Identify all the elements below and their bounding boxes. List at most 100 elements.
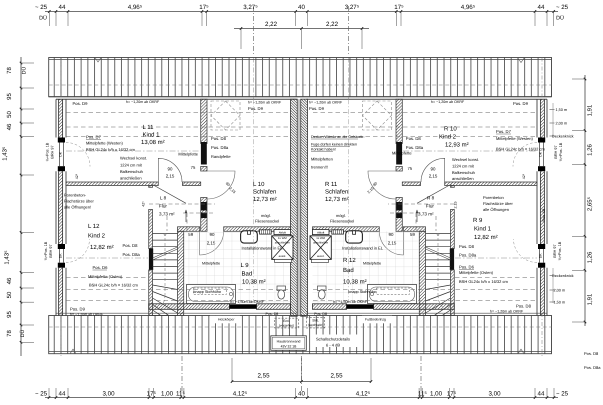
svg-text:anschließen: anschließen: [275, 241, 291, 245]
svg-text:Pos. D9: Pos. D9: [248, 106, 264, 111]
svg-text:Pos. D8a: Pos. D8a: [123, 252, 141, 257]
svg-text:1,91: 1,91: [587, 104, 594, 116]
svg-text:90: 90: [431, 167, 436, 172]
svg-text:2,15: 2,15: [454, 202, 458, 209]
svg-text:2,55: 2,55: [257, 373, 270, 380]
svg-text:Pos. 08: Pos. 08: [542, 209, 546, 222]
svg-text:Pos. D9: Pos. D9: [70, 307, 86, 312]
svg-text:h= ~1,20m ab OKRF: h= ~1,20m ab OKRF: [490, 310, 524, 314]
svg-text:2,15: 2,15: [429, 174, 438, 179]
svg-text:DÜ: DÜ: [21, 67, 28, 75]
svg-text:BRH 97: BRH 97: [51, 145, 55, 158]
svg-text:Pos. D6: Pos. D6: [93, 265, 109, 270]
svg-text:Pos. D7: Pos. D7: [496, 129, 512, 134]
svg-text:12,82 m²: 12,82 m²: [474, 234, 498, 241]
svg-text:Pos. D8: Pos. D8: [211, 136, 227, 141]
svg-text:1x WM: 1x WM: [278, 236, 287, 240]
svg-text:Flachstürze über: Flachstürze über: [483, 201, 513, 206]
svg-text:Mittelpfette (Westen): Mittelpfette (Westen): [496, 136, 533, 141]
svg-text:Deckenknick: Deckenknick: [552, 135, 574, 139]
svg-text:(vorsehen): (vorsehen): [279, 323, 294, 327]
svg-text:Pos. D8a: Pos. D8a: [459, 253, 477, 258]
svg-text:Heizkörper: Heizkörper: [218, 318, 235, 322]
svg-text:Fliesensockel: Fliesensockel: [330, 219, 354, 224]
svg-text:44: 44: [538, 391, 545, 398]
svg-text:⅛+Pos. 1B: ⅛+Pos. 1B: [46, 142, 50, 161]
svg-text:11⁵: 11⁵: [418, 391, 427, 398]
svg-text:R 12: R 12: [343, 257, 356, 264]
svg-text:L 12: L 12: [88, 223, 100, 230]
svg-text:Pos. D8: Pos. D8: [314, 312, 327, 316]
svg-text:h= ~1,20m ab OKRF: h= ~1,20m ab OKRF: [309, 101, 343, 105]
svg-text:2,15: 2,15: [166, 174, 175, 179]
svg-text:1224 cm mit: 1224 cm mit: [452, 164, 475, 169]
svg-text:Installationswand in EL: Installationswand in EL: [342, 246, 384, 251]
svg-text:L 11: L 11: [143, 124, 155, 131]
svg-text:Pos. D8: Pos. D8: [516, 304, 532, 309]
svg-text:anschließen: anschließen: [313, 241, 329, 245]
svg-text:2,00 m: 2,00 m: [554, 289, 566, 293]
svg-text:BSH GL24c b/h = 16/32 cm: BSH GL24c b/h = 16/32 cm: [459, 279, 508, 284]
svg-text:2,22: 2,22: [265, 21, 278, 28]
svg-text:Pos. D8: Pos. D8: [459, 244, 475, 249]
svg-text:Installationswand in EL: Installationswand in EL: [242, 246, 284, 251]
svg-text:Mittelpfette (Osten): Mittelpfette (Osten): [459, 270, 494, 275]
svg-text:Kind 1: Kind 1: [143, 132, 161, 139]
svg-text:10,38 m²: 10,38 m²: [242, 279, 266, 286]
svg-text:BSH GL24c b/h = 16/32 cm: BSH GL24c b/h = 16/32 cm: [496, 147, 545, 152]
svg-text:3,00: 3,00: [102, 391, 115, 398]
svg-text:h= ~1,20m ab OKRF: h= ~1,20m ab OKRF: [70, 313, 104, 317]
svg-text:Mittelpfette (Westen): Mittelpfette (Westen): [86, 141, 123, 146]
svg-text:1,91: 1,91: [587, 293, 594, 305]
svg-text:DK: DK: [539, 151, 543, 156]
svg-text:Wechsel konst.: Wechsel konst.: [452, 157, 479, 162]
svg-text:95: 95: [6, 93, 13, 100]
svg-text:h= ~1,20m ab OKRF: h= ~1,20m ab OKRF: [248, 101, 282, 105]
svg-text:1,26: 1,26: [587, 144, 594, 156]
svg-text:2,00 m: 2,00 m: [556, 122, 568, 126]
svg-text:knapp Stehhöhe: knapp Stehhöhe: [348, 290, 376, 294]
svg-text:DK: DK: [58, 253, 62, 258]
svg-text:L 8: L 8: [160, 196, 167, 201]
svg-text:Bad: Bad: [343, 267, 354, 274]
svg-text:3,27⁵: 3,27⁵: [243, 4, 258, 11]
svg-text:Decken Wände an die Gebäude-: Decken Wände an die Gebäude-: [311, 135, 365, 139]
svg-text:50: 50: [6, 291, 13, 298]
svg-text:Porenbeton-: Porenbeton-: [64, 193, 87, 198]
svg-text:1x WM: 1x WM: [316, 236, 325, 240]
svg-text:Pos. D8: Pos. D8: [584, 351, 599, 356]
svg-text:R 9: R 9: [473, 217, 483, 224]
svg-text:42⁵: 42⁵: [522, 173, 526, 179]
svg-text:40: 40: [298, 4, 305, 11]
svg-text:46: 46: [6, 123, 13, 130]
svg-text:17⁵: 17⁵: [147, 391, 157, 398]
svg-text:1,00: 1,00: [430, 391, 443, 398]
svg-text:Fußbodenhzg: Fußbodenhzg: [365, 318, 386, 322]
svg-text:1,50 m: 1,50 m: [554, 301, 566, 305]
svg-text:Mittelpfette (Osten): Mittelpfette (Osten): [88, 274, 123, 279]
svg-text:BRH 97: BRH 97: [554, 145, 558, 158]
svg-text:78: 78: [6, 330, 13, 337]
svg-text:90: 90: [168, 167, 173, 172]
svg-text:Schlafen: Schlafen: [253, 189, 276, 196]
svg-text:11⁵: 11⁵: [176, 391, 185, 398]
svg-text:Pos. D9: Pos. D9: [309, 106, 325, 111]
svg-text:1,43⁵: 1,43⁵: [2, 146, 9, 161]
svg-text:ausst.: ausst.: [279, 254, 287, 258]
svg-text:Abluft: Abluft: [317, 230, 324, 234]
svg-text:h= ~1,20m ab OKRF: h= ~1,20m ab OKRF: [431, 100, 465, 104]
svg-text:12,73 m²: 12,73 m²: [325, 196, 349, 203]
svg-text:DK: DK: [539, 253, 543, 258]
svg-text:44: 44: [59, 4, 66, 11]
svg-text:Mittelpfette: Mittelpfette: [178, 152, 198, 157]
svg-text:~ 25: ~ 25: [556, 391, 569, 398]
svg-text:BRH 97: BRH 97: [553, 244, 557, 257]
svg-text:⅛+Pos. 1B: ⅛+Pos. 1B: [44, 241, 48, 260]
svg-text:Entl.: Entl.: [283, 319, 289, 323]
svg-text:2,15: 2,15: [367, 186, 375, 194]
svg-text:trennen!!!: trennen!!!: [311, 165, 328, 170]
svg-text:BSH GL24c b/h = 16/32 cm: BSH GL24c b/h = 16/32 cm: [89, 283, 138, 288]
svg-text:Pos. D8a: Pos. D8a: [584, 365, 601, 370]
svg-text:R 11: R 11: [325, 181, 338, 188]
svg-text:Kontakt haben!: Kontakt haben!: [311, 148, 336, 152]
